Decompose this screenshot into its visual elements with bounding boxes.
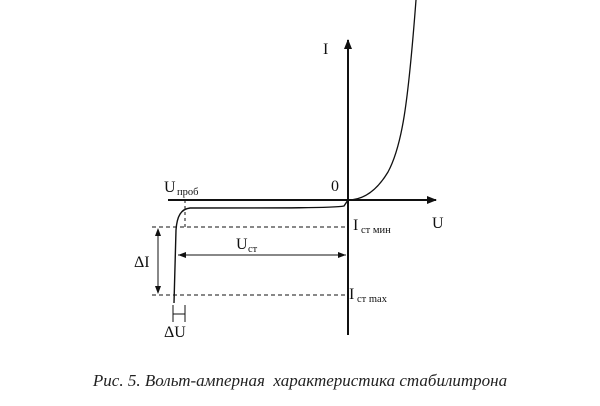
origin-label: 0 [331,178,339,195]
svg-text:U: U [164,179,176,196]
svg-text:I: I [353,217,358,234]
axis-voltage-label: U [432,215,444,232]
reverse-branch-curve [173,199,349,304]
svg-text:I: I [349,286,354,303]
svg-text:ст: ст [248,244,258,255]
u-st-label: U ст [236,236,258,255]
u-st-arrowhead-left [178,252,186,258]
svg-text:проб: проб [177,187,198,198]
u-st-arrowhead-right [338,252,346,258]
i-min-label: I ст мин [353,217,391,236]
delta-i-arrowhead-bottom [155,286,161,294]
figure-caption: Рис. 5. Вольт-амперная характеристика ст… [92,371,508,390]
svg-text:ст max: ст max [357,294,388,305]
delta-i-arrowhead-top [155,228,161,236]
i-max-label: I ст max [349,286,388,305]
delta-i-label: ΔI [134,254,150,271]
axis-current-label: I [323,41,328,58]
svg-text:ст мин: ст мин [361,225,391,236]
forward-branch-curve [347,0,417,201]
u-breakdown-label: U проб [164,179,198,198]
svg-text:U: U [236,236,248,253]
delta-u-label: ΔU [164,324,186,341]
